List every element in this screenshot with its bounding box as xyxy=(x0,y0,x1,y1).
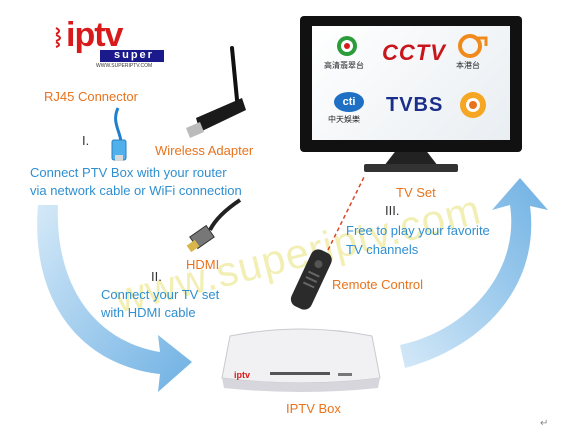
channel-cctv: CCTV xyxy=(382,40,446,66)
iptv-box-icon: iptv xyxy=(221,328,381,392)
logo-sub: super xyxy=(114,49,154,61)
tvbs-text: TVBS xyxy=(386,94,444,116)
iptv-box-label: IPTV Box xyxy=(286,401,341,416)
hunan-icon xyxy=(460,92,486,118)
tvb-caption: 高清翡翠台 xyxy=(324,61,364,70)
channel-hunan xyxy=(458,90,488,120)
tv-set xyxy=(300,16,522,176)
hk-caption: 本港台 xyxy=(456,61,480,70)
hdmi-label: HDMI xyxy=(186,257,220,272)
ctitv-icon: cti xyxy=(334,92,364,112)
return-mark-icon: ↵ xyxy=(540,418,549,429)
channel-tvbs: TVBS xyxy=(386,94,443,117)
right-flow-arrow xyxy=(400,178,548,368)
step-three-line2: TV channels xyxy=(346,242,419,257)
step-three-line1: Free to play your favorite xyxy=(346,223,490,238)
remote-label: Remote Control xyxy=(332,277,424,292)
hk-icon xyxy=(458,34,488,58)
step-one-line2: via network cable or WiFi connection xyxy=(30,183,242,198)
step-two-line2: with HDMI cable xyxy=(101,305,196,320)
left-flow-arrow xyxy=(37,205,192,392)
step-two-number: II. xyxy=(151,269,162,284)
channel-hk: 本港台 xyxy=(456,34,492,74)
step-one-number: I. xyxy=(82,133,90,148)
logo-wave-icon xyxy=(54,26,66,48)
step-two-line1: Connect your TV set xyxy=(101,287,220,302)
ctitv-caption: 中天娛樂 xyxy=(328,115,360,124)
tvb-icon xyxy=(337,36,357,56)
step-three-number: III. xyxy=(385,203,400,218)
iptv-logo: iptv super WWW.SUPERIPTV.COM xyxy=(52,16,164,70)
tv-set-label: TV Set xyxy=(396,185,436,200)
channel-ctitv: cti 中天娛樂 xyxy=(326,92,374,126)
cctv-text: CCTV xyxy=(382,40,446,65)
logo-text: iptv xyxy=(66,16,123,54)
svg-text:iptv: iptv xyxy=(234,370,250,380)
rj45-label: RJ45 Connector xyxy=(44,89,138,104)
step-one-line1: Connect PTV Box with your router xyxy=(30,165,227,180)
channel-tvb: 高清翡翠台 xyxy=(322,34,372,74)
logo-url: WWW.SUPERIPTV.COM xyxy=(96,63,153,69)
iptv-box: iptv xyxy=(218,326,384,394)
wireless-label: Wireless Adapter xyxy=(155,143,254,158)
